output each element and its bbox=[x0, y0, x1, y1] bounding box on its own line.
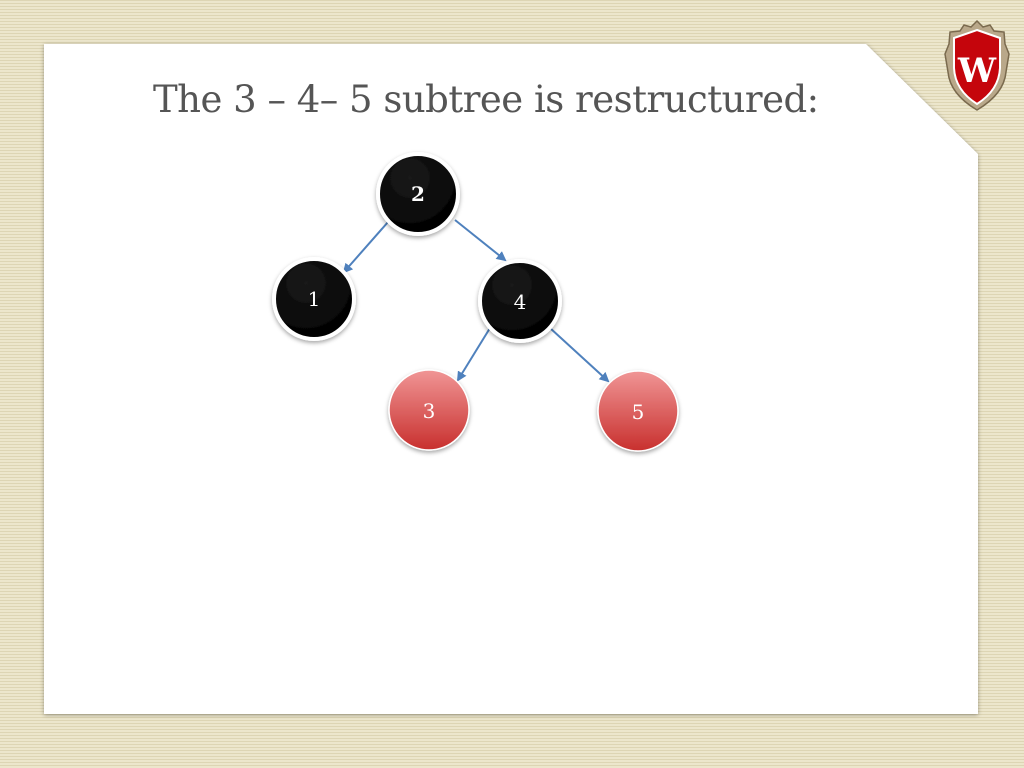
tree-node-3: 3 bbox=[388, 369, 470, 451]
tree-node-3-label: 3 bbox=[423, 399, 436, 423]
tree-node-2: 2 bbox=[376, 152, 460, 236]
tree-node-5-label: 5 bbox=[632, 400, 645, 424]
uw-crest-icon: W bbox=[944, 19, 1010, 111]
slide-frame bbox=[44, 44, 978, 716]
edge-2-1 bbox=[342, 221, 389, 274]
crest-letter: W bbox=[957, 51, 997, 91]
tree-node-5: 5 bbox=[597, 370, 679, 452]
tree-node-4: 4 bbox=[478, 259, 562, 343]
tree-node-2-label: 2 bbox=[411, 182, 425, 206]
edge-4-3 bbox=[456, 327, 491, 382]
slide bbox=[44, 44, 978, 714]
tree-node-1: 1 bbox=[272, 257, 356, 341]
tree-node-1-label: 1 bbox=[308, 287, 321, 311]
edge-4-5 bbox=[549, 327, 610, 383]
edge-2-4 bbox=[454, 219, 507, 262]
tree-node-4-label: 4 bbox=[514, 290, 527, 314]
slide-title: The 3 – 4– 5 subtree is restructured: bbox=[153, 78, 819, 121]
